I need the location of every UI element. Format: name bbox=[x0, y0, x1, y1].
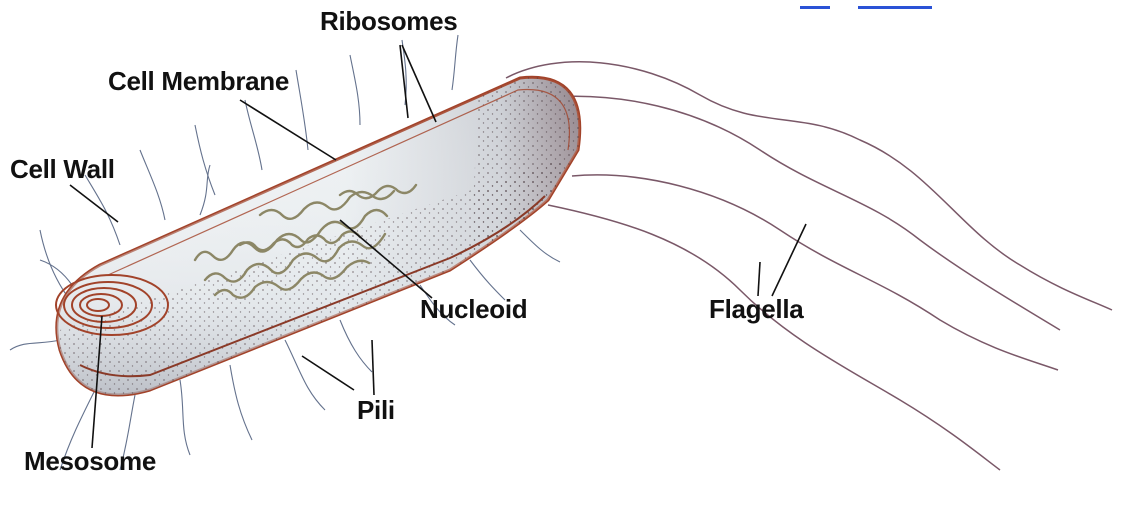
leader-cell-membrane bbox=[240, 100, 336, 160]
label-mesosome: Mesosome bbox=[24, 446, 156, 477]
top-link-1[interactable] bbox=[800, 0, 830, 9]
leader-flagella-b bbox=[772, 224, 806, 296]
flagella-strands bbox=[506, 62, 1112, 470]
label-nucleoid: Nucleoid bbox=[420, 294, 527, 325]
leader-pili-b bbox=[372, 340, 374, 395]
label-cell-membrane: Cell Membrane bbox=[108, 66, 289, 97]
leader-pili-a bbox=[302, 356, 354, 390]
label-flagella: Flagella bbox=[709, 294, 803, 325]
top-link-2[interactable] bbox=[858, 0, 932, 9]
label-ribosomes: Ribosomes bbox=[320, 6, 457, 37]
label-cell-wall: Cell Wall bbox=[10, 154, 115, 185]
leader-flagella-a bbox=[758, 262, 760, 296]
cell-body bbox=[40, 60, 600, 430]
label-pili: Pili bbox=[357, 395, 395, 426]
